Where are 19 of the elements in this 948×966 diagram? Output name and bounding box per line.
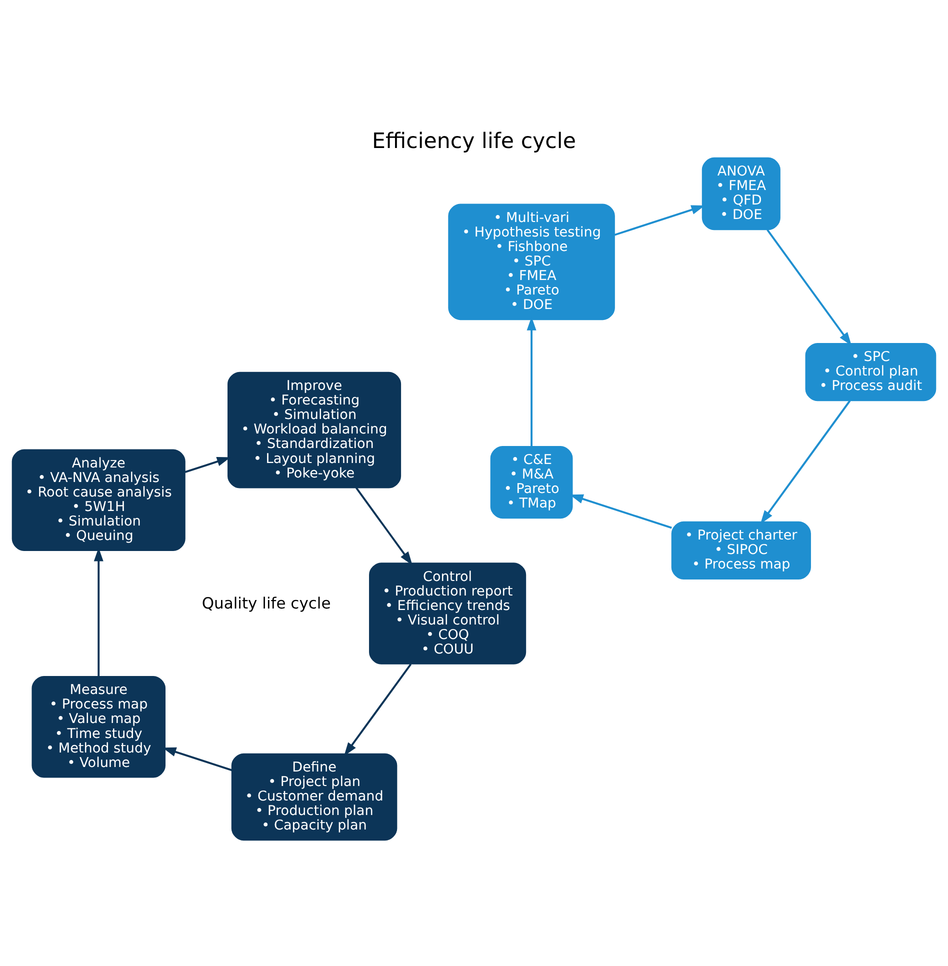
diagram-title: Efficiency life cycle bbox=[372, 128, 576, 154]
node-box: ANOVA • FMEA • QFD • DOE bbox=[702, 156, 780, 230]
arrow bbox=[614, 204, 705, 236]
arrow bbox=[766, 228, 852, 346]
node-box: Measure • Process map • Value map • Time study • Method study • Volume bbox=[32, 676, 166, 778]
node-box: • C&E • M&A • Pareto • TMap bbox=[490, 445, 573, 518]
arrow bbox=[355, 486, 412, 565]
node-box: • SPC • Control plan • Process audit bbox=[805, 342, 936, 401]
node-box: • Project charter • SIPOC • Process map bbox=[671, 520, 811, 579]
arrow bbox=[344, 663, 412, 756]
node-box: Analyze • VA-NVA analysis • Root cause analysis • 5W1H • Simulation • Queuing bbox=[12, 448, 186, 551]
node-box: • Multi-vari • Hypothesis testing • Fishbone • SPC • FMEA • Pareto • DOE bbox=[448, 203, 615, 320]
arrow bbox=[570, 494, 672, 528]
label: Quality life cycle bbox=[202, 594, 331, 612]
node-box: Control • Production report • Efficiency trends • Visual control • COQ • COUU bbox=[369, 562, 526, 664]
arrow bbox=[760, 400, 851, 524]
arrow bbox=[162, 746, 232, 771]
node-box: Define • Project plan • Customer demand • Production plan • Capacity plan bbox=[231, 752, 398, 840]
node-box: Improve • Forecasting • Simulation • Workload balancing • Standardization • Layout planning • Poke-yoke bbox=[228, 371, 402, 488]
